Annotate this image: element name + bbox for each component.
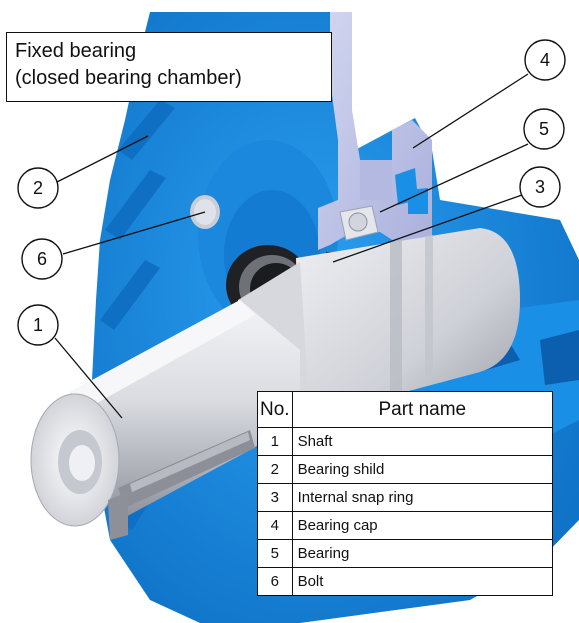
callout-1: 1 [17,304,59,346]
row-no: 1 [257,427,293,456]
caption-line-2: (closed bearing chamber) [15,67,242,89]
table-row: 2 Bearing shild [257,455,554,484]
row-no: 3 [257,483,293,512]
shaft [30,228,520,540]
table-row: 4 Bearing cap [257,511,554,540]
parts-table: No. Part name 1 Shaft 2 Bearing shild 3 … [257,391,554,596]
callout-2: 2 [17,167,59,209]
callout-2-label: 2 [33,178,43,198]
row-part-name: Shaft [291,427,554,456]
row-no: 6 [257,567,293,596]
row-no: 4 [257,511,293,540]
callout-3: 3 [519,166,561,208]
callout-6-label: 6 [37,249,47,269]
callout-4: 4 [524,39,566,81]
bearing [339,205,379,241]
table-row: 6 Bolt [257,567,554,596]
row-part-name: Bearing cap [291,511,554,540]
callout-5: 5 [523,108,565,150]
table-row: 1 Shaft [257,427,554,456]
row-part-name: Internal snap ring [291,483,554,512]
caption-line-1: Fixed bearing [15,40,137,62]
header-part-name: Part name [291,391,554,428]
caption-box: Fixed bearing (closed bearing chamber) [6,32,332,102]
callout-5-label: 5 [539,119,549,139]
row-part-name: Bolt [291,567,554,596]
table-header-row: No. Part name [257,391,554,428]
table-row: 5 Bearing [257,539,554,568]
table-row: 3 Internal snap ring [257,483,554,512]
row-part-name: Bearing shild [291,455,554,484]
header-no: No. [257,391,293,428]
bearing-cap [318,12,432,250]
leader-lines [54,73,529,419]
row-no: 2 [257,455,293,484]
row-part-name: Bearing [291,539,554,568]
callout-4-label: 4 [540,50,550,70]
callout-6: 6 [21,238,63,280]
row-no: 5 [257,539,293,568]
callout-1-label: 1 [33,315,43,335]
callout-3-label: 3 [535,177,545,197]
